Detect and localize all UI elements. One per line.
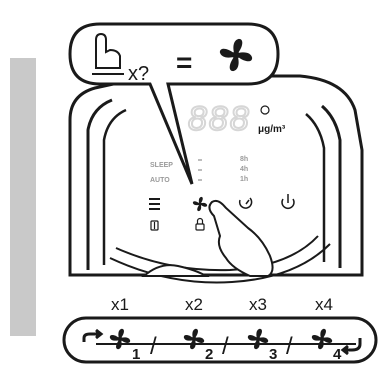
- separator: /: [286, 333, 293, 360]
- speed-level-1: 1: [132, 346, 140, 363]
- speed-legend: x1 x2 x3 x4 1 2 3 4 / / /: [62, 295, 378, 364]
- mode-label-auto: AUTO: [150, 177, 170, 184]
- power-icon: [281, 198, 295, 209]
- pm-display: 888 μg/m³: [187, 99, 286, 139]
- speed-level-3: 3: [269, 346, 277, 363]
- timer-icon: [238, 197, 253, 209]
- speed-legend-frame: [62, 316, 378, 364]
- side-bar: [10, 58, 36, 336]
- callout-bubble: x? =: [68, 22, 280, 185]
- press-label-x4: x4: [315, 295, 333, 314]
- loop-arrow-icon: [82, 328, 362, 356]
- speed-level-2: 2: [205, 346, 213, 363]
- sensor-icon: [260, 105, 270, 115]
- press-count: x?: [128, 63, 149, 85]
- press-label-x3: x3: [249, 295, 267, 314]
- separator: /: [150, 333, 157, 360]
- press-label-x1: x1: [111, 295, 129, 314]
- menu-icon[interactable]: [149, 198, 160, 210]
- timer-label-4h: 4h: [240, 166, 248, 173]
- separator: /: [222, 333, 229, 360]
- mode-label-sleep: SLEEP: [150, 162, 173, 169]
- pm-digits: 888: [188, 100, 251, 138]
- fan-speed-button[interactable]: [192, 196, 208, 212]
- pm-unit: μg/m³: [258, 124, 286, 135]
- timer-label-1h: 1h: [240, 176, 248, 183]
- press-label-x2: x2: [185, 295, 203, 314]
- fan-icon: [192, 196, 208, 212]
- lock-icon: [195, 217, 205, 231]
- pointing-hand-icon: [92, 32, 124, 75]
- pressing-hand: [141, 199, 274, 277]
- timer-label-8h: 8h: [240, 156, 248, 163]
- power-button[interactable]: [281, 194, 295, 209]
- equals-sign: =: [176, 47, 192, 78]
- timer-button[interactable]: [238, 197, 253, 209]
- device-panel: [68, 74, 364, 284]
- filter-icon: [150, 220, 159, 231]
- speed-level-4: 4: [333, 346, 342, 363]
